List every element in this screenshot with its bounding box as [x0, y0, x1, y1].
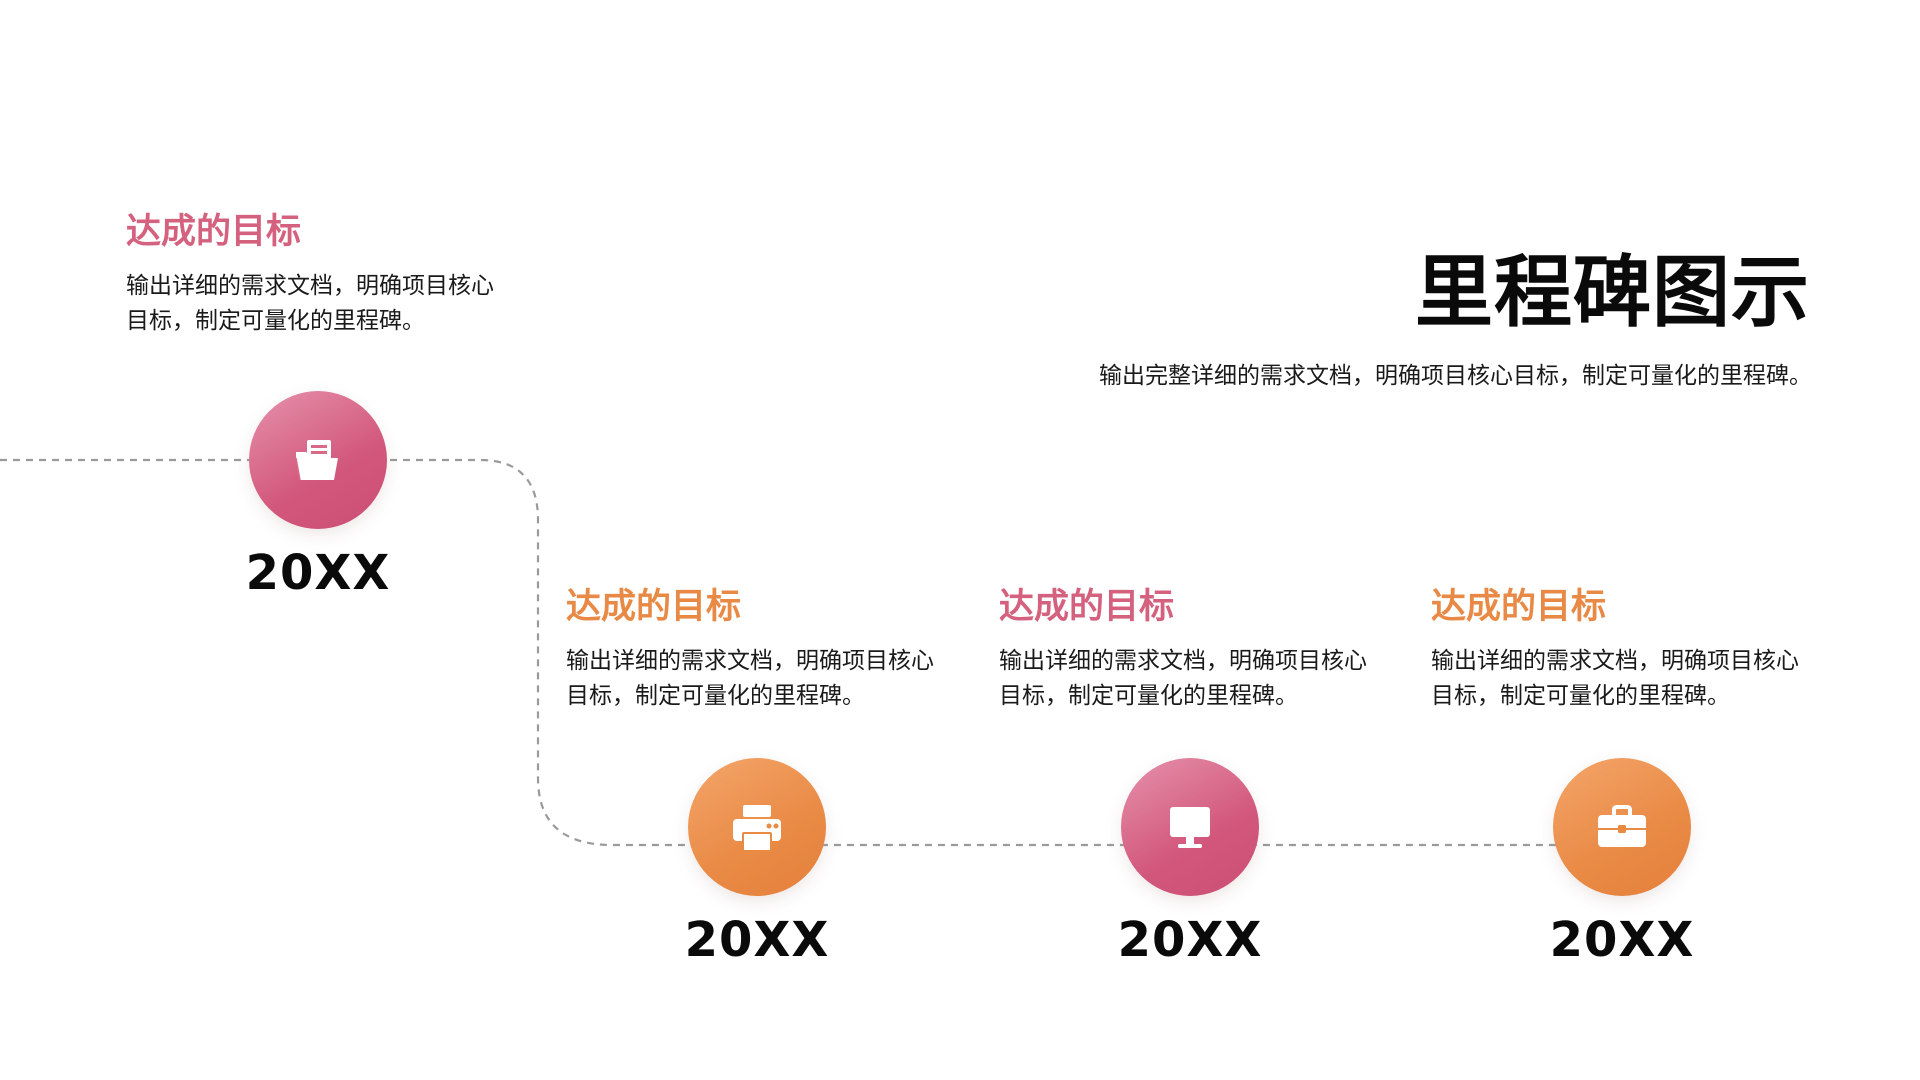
printer-icon	[733, 805, 781, 852]
milestone-text-2: 达成的目标 输出详细的需求文档，明确项目核心目标，制定可量化的里程碑。	[566, 584, 966, 714]
milestone-description: 输出详细的需求文档，明确项目核心目标，制定可量化的里程碑。	[126, 273, 494, 334]
milestone-description: 输出详细的需求文档，明确项目核心目标，制定可量化的里程碑。	[1431, 648, 1799, 709]
milestone-year: 20XX	[684, 912, 830, 968]
milestone-node-1	[249, 391, 387, 529]
milestone-heading: 达成的目标	[999, 587, 1175, 627]
milestone-year: 20XX	[1117, 912, 1263, 968]
milestone-heading: 达成的目标	[126, 212, 302, 252]
milestone-text-1: 达成的目标 输出详细的需求文档，明确项目核心目标，制定可量化的里程碑。	[126, 209, 526, 339]
milestone-text-4: 达成的目标 输出详细的需求文档，明确项目核心目标，制定可量化的里程碑。	[1431, 584, 1831, 714]
briefcase-icon	[1598, 805, 1646, 847]
milestone-description: 输出详细的需求文档，明确项目核心目标，制定可量化的里程碑。	[566, 648, 934, 709]
page-subtitle: 输出完整详细的需求文档，明确项目核心目标，制定可量化的里程碑。	[1099, 363, 1812, 389]
milestone-description: 输出详细的需求文档，明确项目核心目标，制定可量化的里程碑。	[999, 648, 1367, 709]
milestone-node-4	[1553, 758, 1691, 896]
milestone-heading: 达成的目标	[566, 587, 742, 627]
page-title: 里程碑图示	[1414, 248, 1810, 338]
folder-icon	[295, 440, 338, 481]
milestone-year: 20XX	[245, 545, 391, 601]
milestone-node-3	[1121, 758, 1259, 896]
milestone-year: 20XX	[1549, 912, 1695, 968]
milestone-text-3: 达成的目标 输出详细的需求文档，明确项目核心目标，制定可量化的里程碑。	[999, 584, 1399, 714]
milestone-node-2	[688, 758, 826, 896]
milestone-heading: 达成的目标	[1431, 587, 1607, 627]
monitor-icon	[1170, 807, 1210, 848]
